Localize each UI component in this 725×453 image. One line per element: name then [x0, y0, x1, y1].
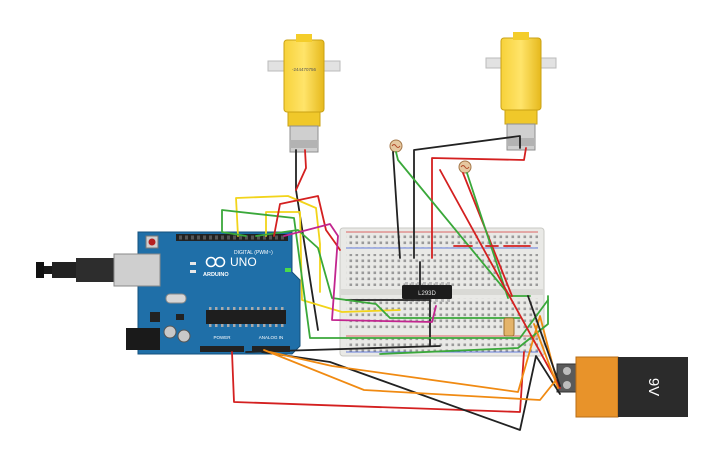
resistor[interactable] — [503, 317, 515, 337]
arduino-logo: UNO ARDUINO — [203, 255, 257, 278]
wire-red-power — [231, 351, 525, 413]
wire-green-1 — [221, 209, 549, 339]
driver-chip-label: L293D — [418, 291, 436, 297]
battery-9v[interactable]: 9V — [556, 356, 688, 418]
photoresistor-2[interactable] — [458, 160, 472, 174]
digital-header — [176, 234, 288, 241]
power-header — [200, 346, 244, 352]
wire-black-ground-2 — [245, 345, 441, 353]
wires — [221, 135, 561, 431]
analog-header — [252, 346, 290, 352]
wire-red-battery — [439, 169, 561, 389]
driver-chip[interactable]: L293D — [402, 282, 452, 302]
arduino-brand: ARDUINO — [203, 272, 229, 278]
breadboard-top-terminal — [346, 254, 538, 286]
wire-green-ldr1 — [395, 151, 531, 297]
motor-left-label: -244470756 — [292, 67, 317, 72]
battery-label: 9V — [645, 378, 662, 396]
atmega-chip — [206, 310, 286, 324]
power-jack — [126, 328, 160, 350]
arduino-uno[interactable]: DIGITAL (PWM~) UNO ARDUINO POWER ANALOG … — [36, 231, 301, 355]
photoresistor-1[interactable] — [389, 139, 403, 153]
wire-black-motor-right — [413, 135, 521, 259]
wire-orange-to-battery — [533, 323, 559, 389]
analog-label: ANALOG IN — [259, 335, 284, 340]
wire-magenta — [283, 223, 437, 323]
wire-red-motor-left — [295, 149, 307, 191]
wire-green-ldr2 — [466, 172, 509, 299]
wire-black-battery — [527, 295, 561, 387]
usb-cable — [36, 253, 161, 287]
power-label: POWER — [213, 335, 231, 340]
wire-red-motor-right — [431, 147, 527, 259]
wire-orange-1 — [269, 315, 557, 393]
motor-left[interactable]: -244470756 — [267, 34, 341, 153]
wire-green-2 — [255, 229, 521, 319]
wire-black-ldr1 — [392, 151, 401, 259]
motor-right[interactable] — [485, 32, 557, 151]
wire-yellow-2 — [265, 211, 401, 313]
wire-green-3 — [379, 295, 549, 355]
uno-label: UNO — [230, 255, 257, 269]
wire-orange-2 — [263, 349, 557, 401]
wire-black-ground-1 — [261, 351, 561, 431]
digital-header-label: DIGITAL (PWM~) — [234, 250, 273, 256]
